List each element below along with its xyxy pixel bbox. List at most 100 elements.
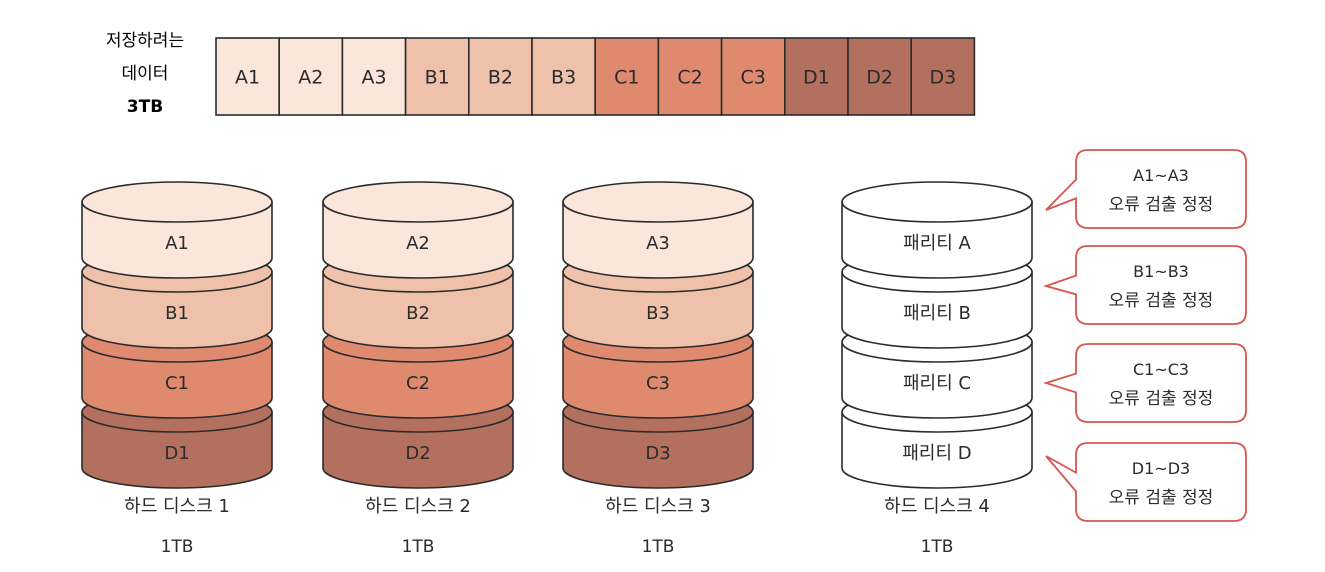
data-block: D3 (910, 37, 976, 116)
disk-name: 하드 디스크 3 (605, 496, 711, 517)
data-block-label: D1 (803, 67, 830, 89)
data-block: C2 (657, 37, 723, 116)
platter-body (322, 201, 514, 279)
platter-label: A3 (646, 233, 670, 254)
data-block-cell (278, 37, 344, 116)
data-block-label: C2 (677, 67, 702, 89)
platter-label: 패리티 B (903, 303, 971, 324)
platter-body (81, 271, 273, 349)
callout-range: A1~A3 (1133, 166, 1189, 185)
disk-platter: A1 (81, 181, 273, 279)
callout-range: B1~B3 (1133, 262, 1189, 281)
data-block-cell (720, 37, 786, 116)
platter-label: 패리티 D (902, 443, 971, 464)
disk-platter: A2 (322, 181, 514, 279)
callout-text: 오류 검출 정정 (1109, 195, 1214, 215)
data-block: D2 (847, 37, 913, 116)
disk-name: 하드 디스크 2 (365, 496, 471, 517)
platter-body (841, 341, 1033, 419)
data-block-label: B1 (425, 67, 450, 89)
data-block-label: B3 (551, 67, 576, 89)
hard-disk: D2 C2 B2 A2 하드 디스크 2 1TB (322, 181, 514, 557)
platter-body (81, 341, 273, 419)
platter-body (562, 411, 754, 489)
data-block: A1 (215, 37, 281, 116)
data-block-cell (657, 37, 723, 116)
callout-outline (1045, 149, 1247, 229)
platter-top (841, 181, 1033, 223)
disk-platter: A3 (562, 181, 754, 279)
platter-label: B3 (646, 303, 670, 324)
platter-label: 패리티 A (903, 233, 971, 254)
platter-body (81, 201, 273, 279)
data-block: B3 (531, 37, 597, 116)
callout-text: 오류 검출 정정 (1109, 389, 1214, 409)
platter-body (841, 201, 1033, 279)
disk-name: 하드 디스크 1 (124, 496, 230, 517)
callout-bubble: C1~C3 오류 검출 정정 (1042, 343, 1247, 423)
callout-bubble: B1~B3 오류 검출 정정 (1042, 245, 1247, 325)
data-block-cell (531, 37, 597, 116)
platter-top (81, 181, 273, 223)
data-block-label: B2 (488, 67, 513, 89)
callout-text: 오류 검출 정정 (1109, 488, 1214, 508)
data-block: A3 (341, 37, 407, 116)
platter-label: A1 (165, 233, 189, 254)
data-block: C3 (720, 37, 786, 116)
data-block-label: A2 (298, 67, 323, 89)
data-block: D1 (783, 37, 849, 116)
disk-size: 1TB (161, 537, 194, 557)
callout-outline (1042, 343, 1247, 423)
data-label-line-2: 데이터 (122, 64, 169, 84)
data-block-cell (594, 37, 660, 116)
platter-body (562, 271, 754, 349)
data-label-line-1: 저장하려는 (106, 31, 184, 51)
data-block-cell (341, 37, 407, 116)
platter-top (322, 181, 514, 223)
disk-size: 1TB (402, 537, 435, 557)
callout-bubble: D1~D3 오류 검출 정정 (1045, 442, 1247, 522)
platter-body (322, 341, 514, 419)
data-block-label: A3 (361, 67, 386, 89)
data-block-cell (467, 37, 533, 116)
platter-body (841, 271, 1033, 349)
platter-label: A2 (406, 233, 430, 254)
callout-outline (1042, 245, 1247, 325)
disk-platter: 패리티 A (841, 181, 1033, 279)
callout-range: D1~D3 (1132, 459, 1190, 478)
platter-label: D1 (164, 443, 189, 464)
data-block-label: D2 (866, 67, 893, 89)
platter-label: C2 (406, 373, 430, 394)
data-block-label: C1 (614, 67, 639, 89)
data-block-label: C3 (741, 67, 766, 89)
platter-label: B2 (406, 303, 430, 324)
data-block-label: A1 (235, 67, 260, 89)
data-block: A2 (278, 37, 344, 116)
callout-text: 오류 검출 정정 (1109, 291, 1214, 311)
platter-body (322, 411, 514, 489)
data-block-cell (910, 37, 976, 116)
data-block: B1 (404, 37, 470, 116)
platter-label: D3 (645, 443, 670, 464)
data-label-size: 3TB (127, 97, 163, 117)
disk-size: 1TB (921, 537, 954, 557)
data-block-cell (215, 37, 281, 116)
callout-bubble: A1~A3 오류 검출 정정 (1045, 149, 1247, 229)
data-block-cell (783, 37, 849, 116)
platter-body (841, 411, 1033, 489)
platter-label: D2 (405, 443, 430, 464)
platter-body (562, 341, 754, 419)
data-block-label: D3 (929, 67, 956, 89)
disk-size: 1TB (642, 537, 675, 557)
platter-body (562, 201, 754, 279)
data-block-strip: A1 A2 A3 B1 B2 B3 C1 C2 C3 D1 D2 D3 (215, 37, 976, 116)
callout-range: C1~C3 (1133, 360, 1189, 379)
platter-label: C1 (165, 373, 189, 394)
data-block: C1 (594, 37, 660, 116)
data-to-store-label: 저장하려는 데이터 3TB (106, 31, 184, 117)
